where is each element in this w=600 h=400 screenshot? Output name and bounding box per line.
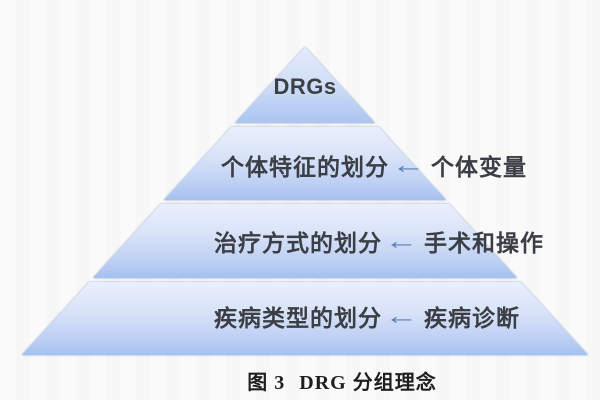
left-arrow-icon: ← — [391, 150, 427, 179]
level-label: 疾病类型的划分 — [214, 305, 382, 331]
pyramid-tier-disease-type — [22, 282, 588, 355]
figure-caption-title: DRG 分组理念 — [299, 372, 437, 394]
level-label: 个体特征的划分 — [221, 154, 389, 180]
pyramid-tier-treatment-method — [93, 204, 517, 278]
figure-caption: 图 3 DRG 分组理念 — [42, 366, 600, 395]
pyramid-tier-individual-characteristics — [164, 127, 446, 200]
level-source-label: 疾病诊断 — [424, 305, 520, 331]
pyramid-tier-disease-type-fill — [22, 282, 588, 355]
pyramid-tier-treatment-method-fill — [93, 204, 517, 278]
level-row-treatment-method: 治疗方式的划分 ← 手术和操作 — [214, 224, 544, 258]
left-arrow-icon: ← — [384, 226, 420, 255]
level-label: 治疗方式的划分 — [214, 230, 382, 256]
pyramid-tier-drgs — [235, 47, 375, 123]
level-row-individual-characteristics: 个体特征的划分 ← 个体变量 — [221, 148, 527, 182]
pyramid-apex-label: DRGs — [273, 74, 337, 99]
level-source-label: 个体变量 — [431, 154, 527, 180]
left-arrow-icon: ← — [384, 301, 420, 330]
level-row-disease-type: 疾病类型的划分 ← 疾病诊断 — [214, 299, 520, 333]
level-source-label: 手术和操作 — [424, 230, 544, 256]
figure-caption-number: 图 3 — [247, 372, 286, 394]
